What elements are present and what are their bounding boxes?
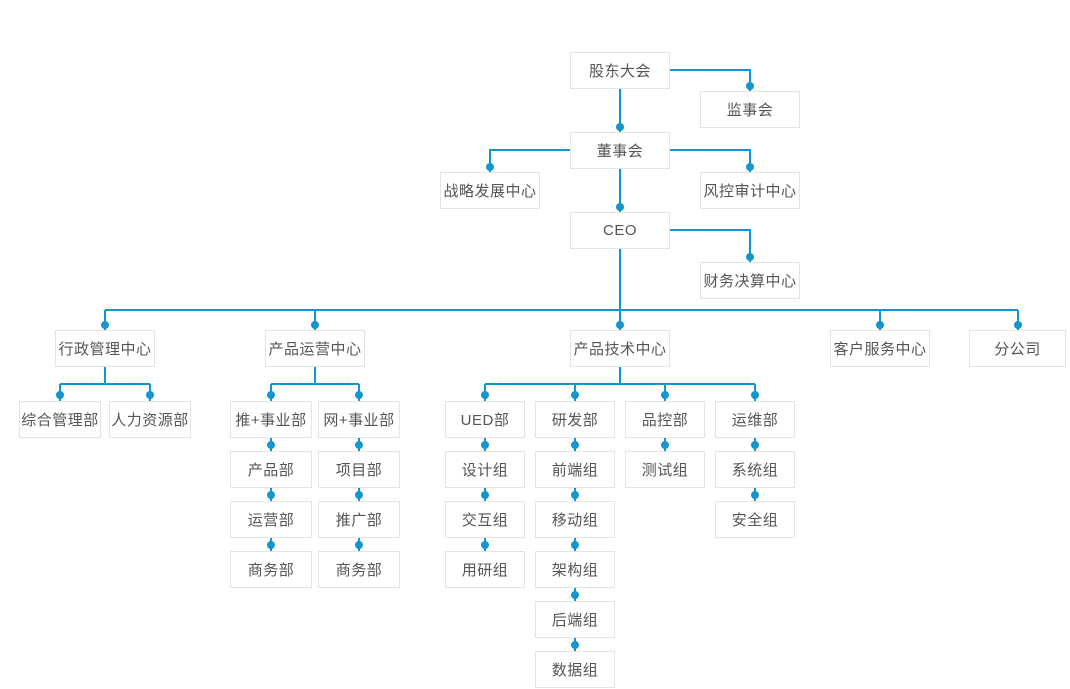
org-edge-dot [146,391,154,399]
org-node-yunying: 产品运营中心 [265,330,365,367]
org-node-ceo: CEO [570,212,670,249]
org-edge-dot [481,441,489,449]
org-node-yunwei: 运维部 [715,401,795,438]
org-edge-dot [101,321,109,329]
org-node-jianshi: 监事会 [700,91,800,128]
org-edge-dot [267,541,275,549]
org-edge-to-zhanlue [489,149,570,172]
org-edge-dot [481,541,489,549]
org-node-xingzheng: 行政管理中心 [55,330,155,367]
org-edge-dot [746,253,754,261]
org-edge-dot [876,321,884,329]
org-node-pinkong: 品控部 [625,401,705,438]
org-edge-to-jianshi [670,69,751,91]
org-node-tuiguang: 推广部 [318,501,400,538]
org-edge-dot [571,441,579,449]
org-node-anquan: 安全组 [715,501,795,538]
org-node-zhanlue: 战略发展中心 [440,172,540,209]
org-edge-dot [481,491,489,499]
org-node-chanpin: 产品部 [230,451,312,488]
org-node-fengongsi: 分公司 [969,330,1066,367]
org-edge-dot [311,321,319,329]
org-node-shangwu1: 商务部 [230,551,312,588]
org-node-houduan: 后端组 [535,601,615,638]
org-edge-dot [751,441,759,449]
org-edge-dot [661,391,669,399]
org-edge-dot [751,391,759,399]
org-edge-dot [267,491,275,499]
org-node-gudong: 股东大会 [570,52,670,89]
org-node-zonghe: 综合管理部 [19,401,101,438]
org-edge-to-caiwu [670,229,751,262]
org-edge-dot [267,391,275,399]
org-edge-dot [661,441,669,449]
org-node-fengkong: 风控审计中心 [700,172,800,209]
org-node-ued: UED部 [445,401,525,438]
org-node-jishu: 产品技术中心 [570,330,670,367]
org-node-shuju: 数据组 [535,651,615,688]
org-node-ceshi: 测试组 [625,451,705,488]
org-edge-dot [481,391,489,399]
org-edge-dot [616,123,624,131]
org-node-sheji: 设计组 [445,451,525,488]
org-node-yongyan: 用研组 [445,551,525,588]
org-node-tui: 推+事业部 [230,401,312,438]
org-edge-dot [571,391,579,399]
org-node-dongshi: 董事会 [570,132,670,169]
org-edge-dot [616,321,624,329]
org-edge-dot [56,391,64,399]
org-node-kefu: 客户服务中心 [830,330,930,367]
org-node-renli: 人力资源部 [109,401,191,438]
org-edge-dot [571,641,579,649]
org-edge-dot [355,541,363,549]
org-node-xitong: 系统组 [715,451,795,488]
org-node-yidong: 移动组 [535,501,615,538]
org-edge-dot [355,491,363,499]
org-node-caiwu: 财务决算中心 [700,262,800,299]
org-edge-dot [1014,321,1022,329]
org-node-qianduan: 前端组 [535,451,615,488]
org-edge-dot [571,541,579,549]
org-edge-to-fengkong [670,149,751,172]
org-edge-dot [746,82,754,90]
org-edge-dot [571,491,579,499]
org-edge-dot [355,441,363,449]
org-node-wang: 网+事业部 [318,401,400,438]
org-edge-dot [746,163,754,171]
org-node-jiaohu: 交互组 [445,501,525,538]
org-edge-dot [571,591,579,599]
org-edge-dot [486,163,494,171]
org-edge-dot [751,491,759,499]
org-edge-dot [355,391,363,399]
org-node-yanfa: 研发部 [535,401,615,438]
org-edge-dot [267,441,275,449]
org-node-yunying2: 运营部 [230,501,312,538]
org-edge-dot [616,203,624,211]
org-node-jiagou: 架构组 [535,551,615,588]
org-node-shangwu2: 商务部 [318,551,400,588]
org-node-xiangmu: 项目部 [318,451,400,488]
